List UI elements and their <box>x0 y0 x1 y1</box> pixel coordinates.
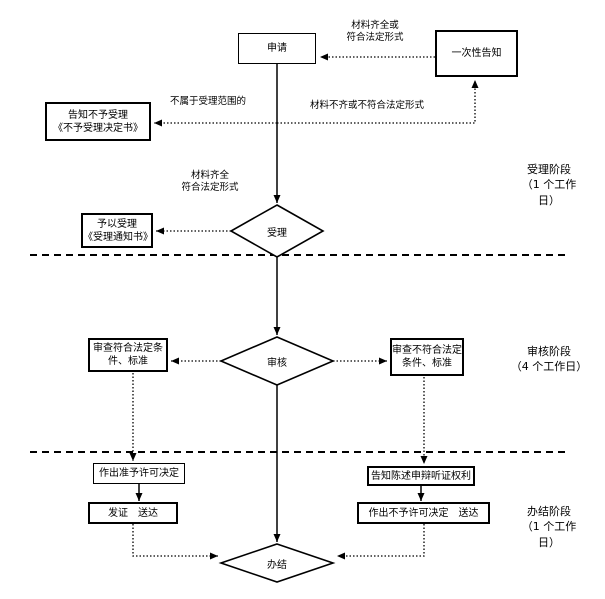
node-one-time-notice: 一次性告知 <box>435 30 518 77</box>
edge-label-not-in-scope: 不属于受理范围的 <box>169 96 246 107</box>
diamond-label-complete: 办结 <box>267 559 287 571</box>
edge-label-complete-legal: 材料齐全 符合法定形式 <box>181 170 239 193</box>
node-grant-decision: 作出准予许可决定 <box>93 463 185 484</box>
node-deny-decision: 作出不予许可决定 送达 <box>357 502 490 524</box>
node-hearing-rights: 告知陈述申辩听证权利 <box>367 466 475 486</box>
edge-label-incomplete-or-illegal: 材料不齐或不符合法定形式 <box>309 100 424 111</box>
stage-label-completion: 办结阶段 （1 个工作 日） <box>521 505 577 549</box>
diamond-accept <box>229 204 325 258</box>
node-reject-notice: 告知不予受理 《不予受理决定书》 <box>45 102 151 141</box>
diamond-review <box>218 336 336 386</box>
diamond-label-accept: 受理 <box>267 227 287 239</box>
stage-label-acceptance: 受理阶段 （1 个工作 日） <box>521 163 577 207</box>
stage-label-review: 审核阶段 （4 个工作日） <box>510 345 588 374</box>
edge-label-complete-or-legal: 材料齐全或 符合法定形式 <box>346 20 404 43</box>
edge-issue-to-complete <box>132 524 218 560</box>
node-review-fail: 审查不符合法定 条件、标准 <box>390 338 464 376</box>
node-review-pass: 审查符合法定条 件、标准 <box>88 338 168 372</box>
edge-deny-to-complete <box>337 524 425 560</box>
diamond-complete <box>218 543 336 583</box>
node-apply: 申请 <box>238 33 316 64</box>
diamond-label-review: 审核 <box>267 357 287 369</box>
node-accept-notice: 予以受理 《受理通知书》 <box>81 213 153 248</box>
node-issue-deliver: 发证 送达 <box>88 502 178 524</box>
